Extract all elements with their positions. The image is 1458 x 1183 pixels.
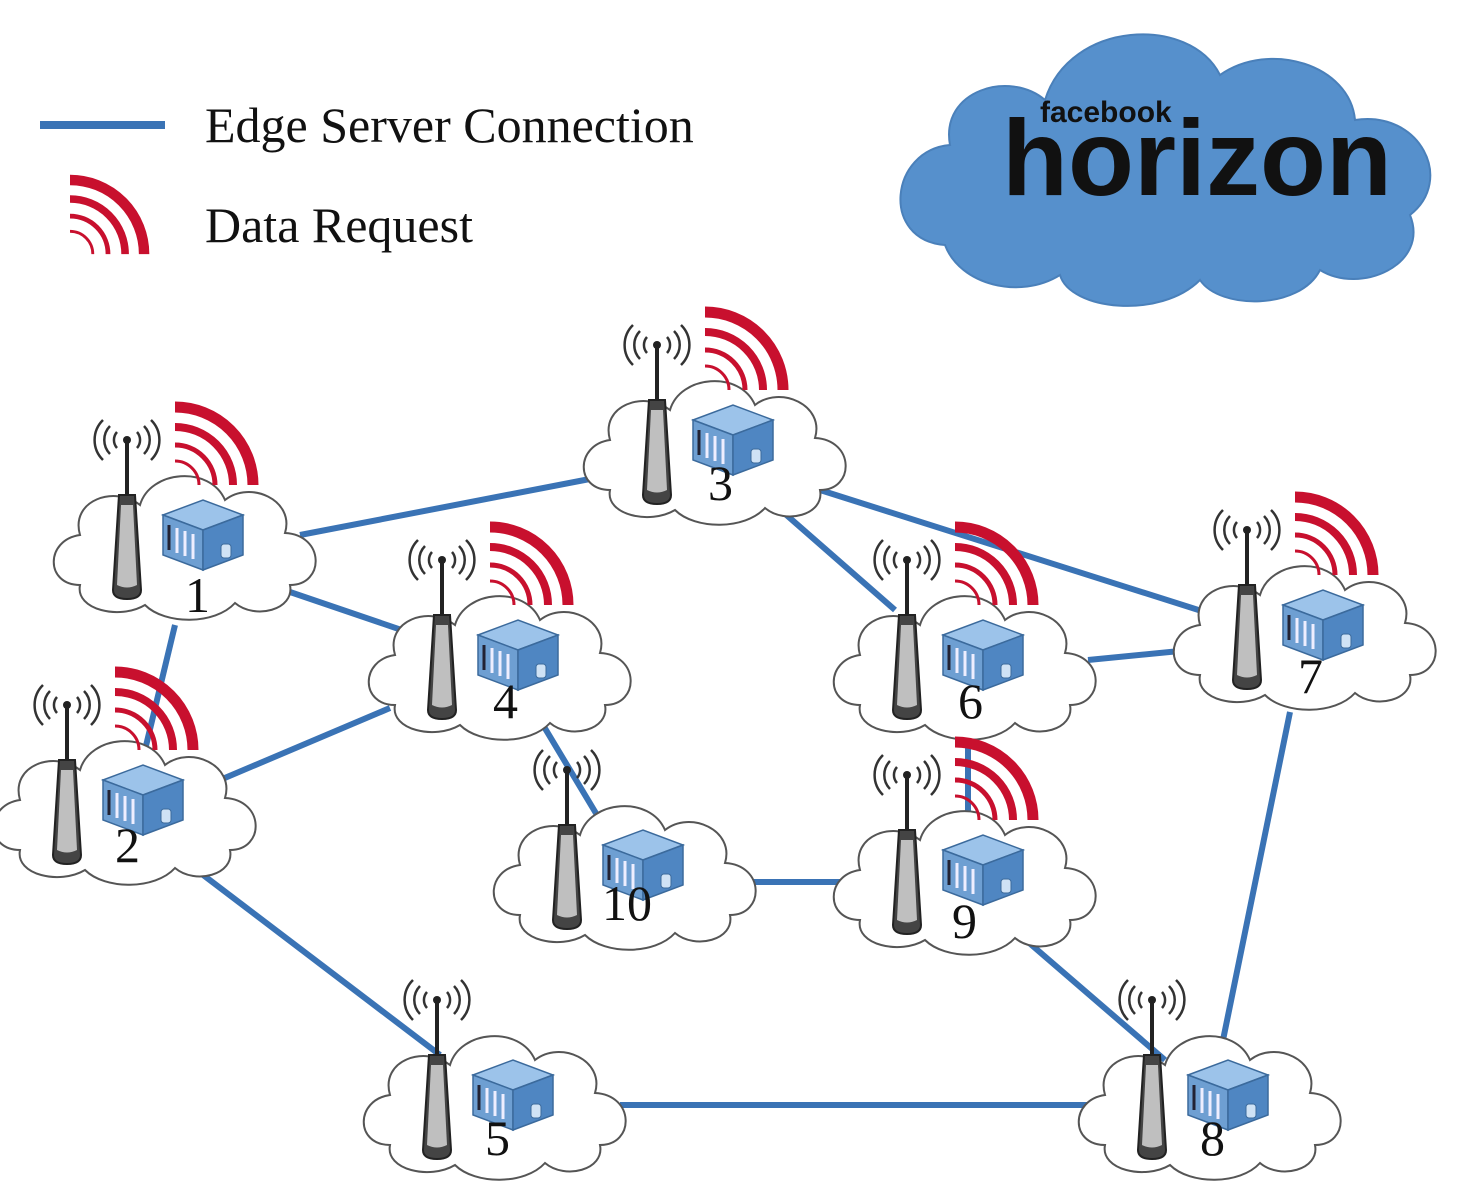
server-icon [1281, 588, 1365, 662]
edge-2-5 [188, 862, 442, 1058]
node-label: 9 [952, 893, 977, 949]
legend-request-icon [70, 180, 144, 254]
data-request-icon [705, 312, 783, 390]
edge-3-7 [819, 487, 1231, 623]
legend-request-label: Data Request [205, 197, 473, 253]
edge-nodes: 1 2 3 4 5 6 7 8 9 10 [0, 312, 1437, 1181]
edge-node-9: 9 [832, 742, 1097, 956]
server-icon [476, 618, 560, 692]
edge-node-7: 7 [1172, 497, 1437, 711]
edge-3-6 [773, 502, 897, 613]
node-label: 4 [493, 673, 518, 729]
edge-1-3 [299, 475, 596, 538]
data-request-icon [1295, 497, 1373, 575]
server-icon [941, 618, 1025, 692]
legend-connection-label: Edge Server Connection [205, 97, 694, 153]
node-label: 1 [185, 567, 210, 623]
edge-7-8 [1219, 711, 1293, 1046]
node-label: 8 [1200, 1110, 1225, 1166]
legend: Edge Server Connection Data Request [40, 97, 694, 254]
edge-node-8: 8 [1077, 978, 1342, 1181]
logo-facebook-text: facebook [1040, 96, 1172, 129]
edge-node-3: 3 [582, 312, 847, 526]
node-label: 3 [708, 455, 733, 511]
edge-node-1: 1 [52, 407, 317, 623]
data-request-icon [175, 407, 253, 485]
logo-horizon-text: horizon [1002, 97, 1392, 218]
server-icon [691, 403, 775, 477]
edge-node-10: 10 [492, 748, 757, 951]
edge-9-8 [1018, 932, 1167, 1063]
node-label: 2 [115, 817, 140, 873]
server-icon [161, 498, 245, 572]
edge-node-5: 5 [362, 978, 627, 1181]
cloud-shape [899, 33, 1432, 307]
edge-server-connections [142, 475, 1293, 1108]
node-label: 10 [602, 875, 652, 931]
edge-node-6: 6 [832, 527, 1097, 741]
edge-node-4: 4 [367, 527, 632, 741]
node-label: 7 [1298, 648, 1323, 704]
horizon-cloud: facebook horizon [899, 33, 1432, 307]
data-request-icon [115, 672, 193, 750]
edge-node-2: 2 [0, 672, 257, 886]
node-label: 6 [958, 673, 983, 729]
node-label: 5 [485, 1110, 510, 1166]
data-request-icon [490, 527, 568, 605]
edge-2-4 [218, 705, 392, 783]
